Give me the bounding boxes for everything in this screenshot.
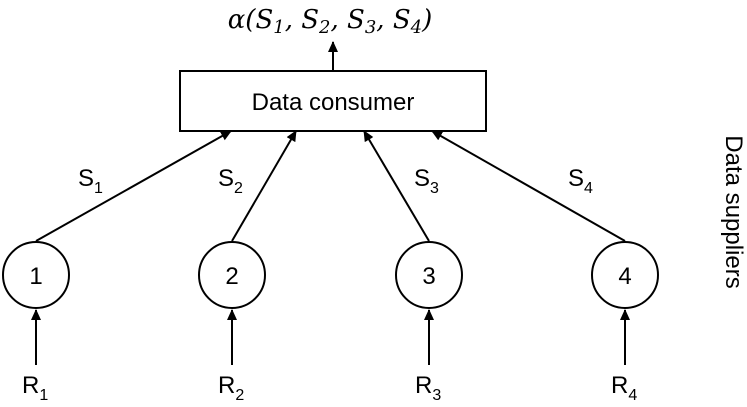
supplier-circle xyxy=(591,241,659,309)
input-label-r2: R2 xyxy=(218,372,244,404)
edge-label-s1: S1 xyxy=(78,165,103,197)
supplier-node-2: 2 xyxy=(198,241,266,309)
supplier-label: 4 xyxy=(618,263,631,290)
output-formula: α(S1, S2, S3, S4) xyxy=(228,5,433,38)
supplier-node-3: 3 xyxy=(395,241,463,309)
supplier-label: 1 xyxy=(29,263,42,290)
edge-s2-arrow xyxy=(231,130,297,242)
edge-s4-arrow xyxy=(431,130,626,242)
supplier-circle xyxy=(198,241,266,309)
suppliers-group-label: Data suppliers xyxy=(720,135,747,288)
supplier-circle xyxy=(2,241,70,309)
supplier-node-1: 1 xyxy=(2,241,70,309)
supplier-label: 3 xyxy=(422,263,435,290)
edge-label-s4: S4 xyxy=(568,165,593,197)
edge-s3-arrow xyxy=(363,130,430,242)
input-label-r1: R1 xyxy=(22,372,48,404)
data-consumer-node: Data consumer xyxy=(179,70,487,132)
input-label-r4: R4 xyxy=(611,372,637,404)
supplier-circle xyxy=(395,241,463,309)
input-label-r3: R3 xyxy=(415,372,441,404)
supplier-label: 2 xyxy=(225,263,238,290)
data-consumer-box xyxy=(179,70,487,132)
edge-label-s2: S2 xyxy=(218,165,243,197)
data-consumer-label: Data consumer xyxy=(252,89,415,116)
edge-label-s3: S3 xyxy=(414,165,439,197)
supplier-node-4: 4 xyxy=(591,241,659,309)
edge-s1-arrow xyxy=(35,130,232,242)
